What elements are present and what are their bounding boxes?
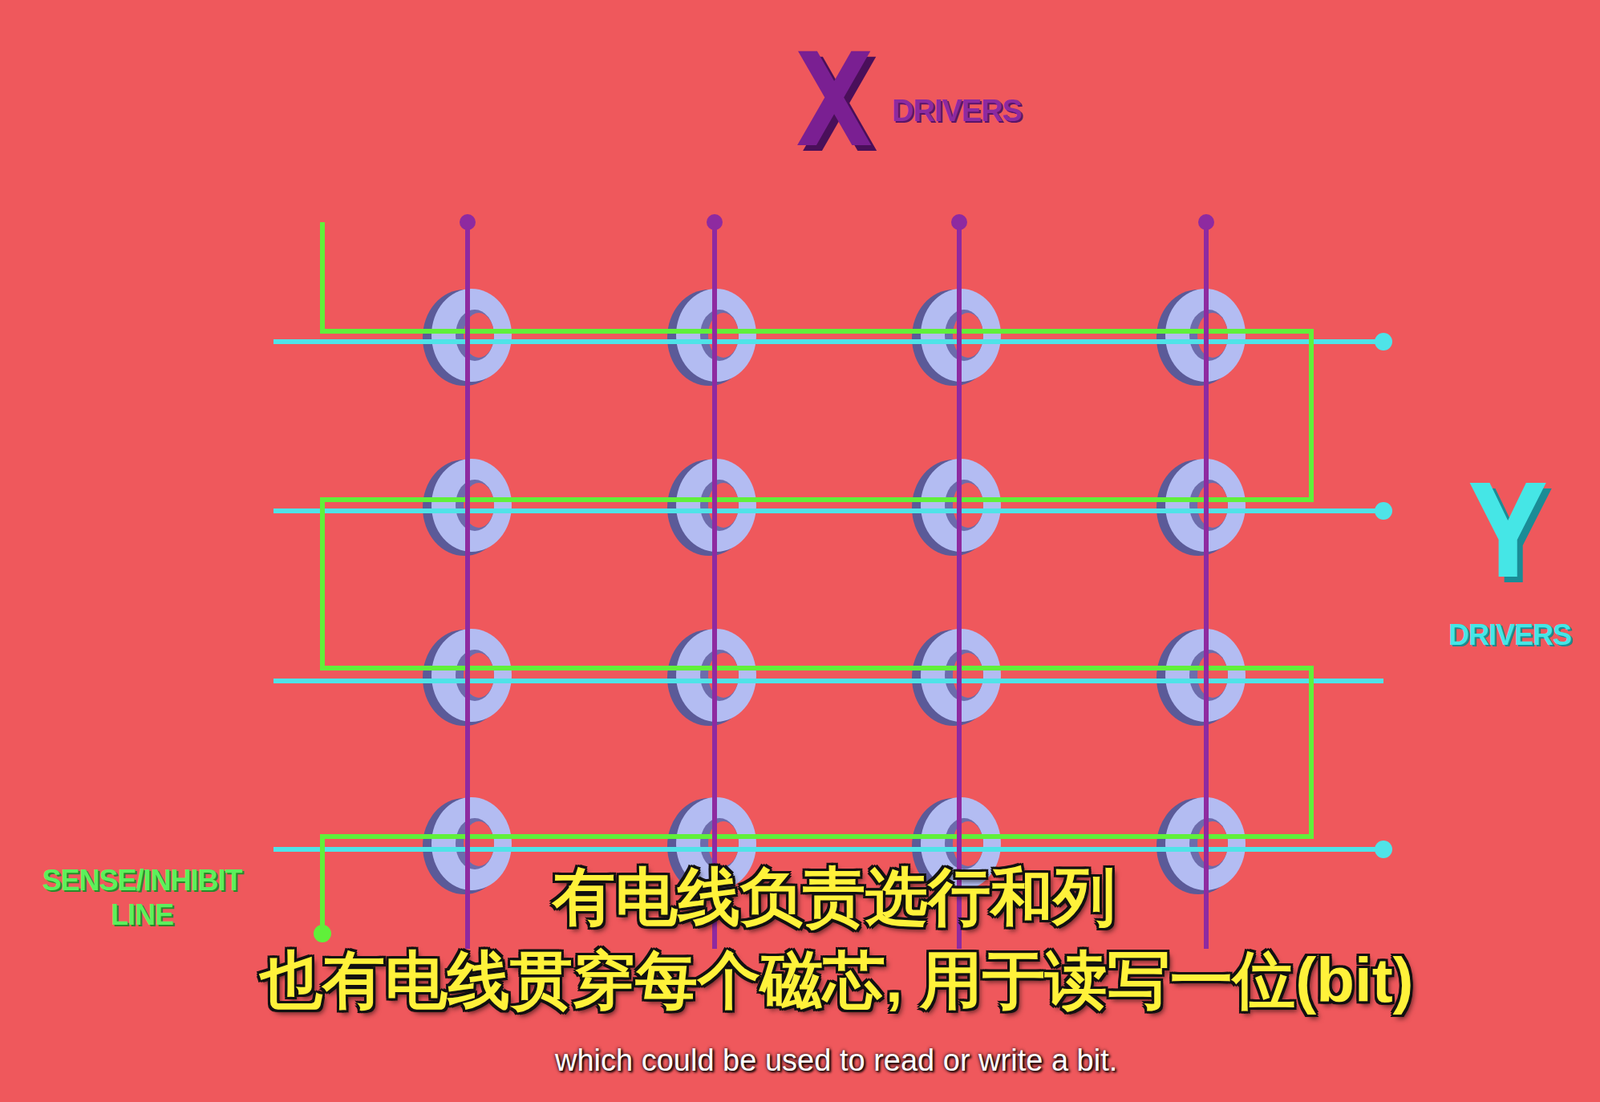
terminal-dot [951, 214, 968, 231]
ferrite-core [667, 288, 757, 386]
x-wire [712, 222, 717, 949]
y-wire [273, 339, 1384, 345]
ferrite-core [1156, 458, 1246, 556]
x-wire [956, 222, 962, 949]
terminal-dot [1198, 214, 1215, 231]
x-wire [1203, 222, 1209, 949]
ferrite-core [667, 628, 757, 726]
y-driver-glyph: Y [1469, 468, 1547, 597]
x-driver-glyph: X [795, 36, 873, 166]
ferrite-core [1156, 797, 1246, 895]
x-wire-terminals [459, 214, 1215, 231]
y-wire [273, 678, 1384, 684]
driver-label: DRIVERS [1448, 617, 1572, 653]
y-wire [273, 846, 1384, 852]
terminal-dot [1374, 840, 1393, 859]
ferrite-core [667, 458, 757, 556]
wire-label: SENSE/INHIBIT LINE [21, 862, 263, 932]
x-drive-wires [467, 222, 1207, 949]
ferrite-core [911, 628, 1001, 726]
terminal-dot [706, 214, 723, 231]
terminal-dot [1374, 502, 1393, 520]
sense-inhibit-wire [322, 222, 1312, 934]
subtitle-chinese: 也有电线贯穿每个磁芯, 用于读写一位(bit) [259, 943, 1414, 1019]
terminal-dot [459, 214, 476, 231]
subtitle-english: which could be used to read or write a b… [554, 1042, 1118, 1080]
y-wire [273, 508, 1384, 514]
ferrite-core [911, 288, 1001, 386]
terminal-dot [1374, 332, 1393, 351]
y-drive-wires [273, 341, 1384, 850]
terminal-dot [313, 924, 332, 943]
ferrite-core [1156, 288, 1246, 386]
y-wire-terminals [1374, 332, 1393, 859]
driver-label: DRIVERS [891, 93, 1022, 130]
subtitle-chinese: 有电线负责选行和列 [552, 859, 1116, 936]
magnetic-cores [422, 288, 1246, 895]
x-wire [465, 222, 470, 949]
ferrite-core [1156, 628, 1246, 726]
ferrite-core [911, 458, 1001, 556]
